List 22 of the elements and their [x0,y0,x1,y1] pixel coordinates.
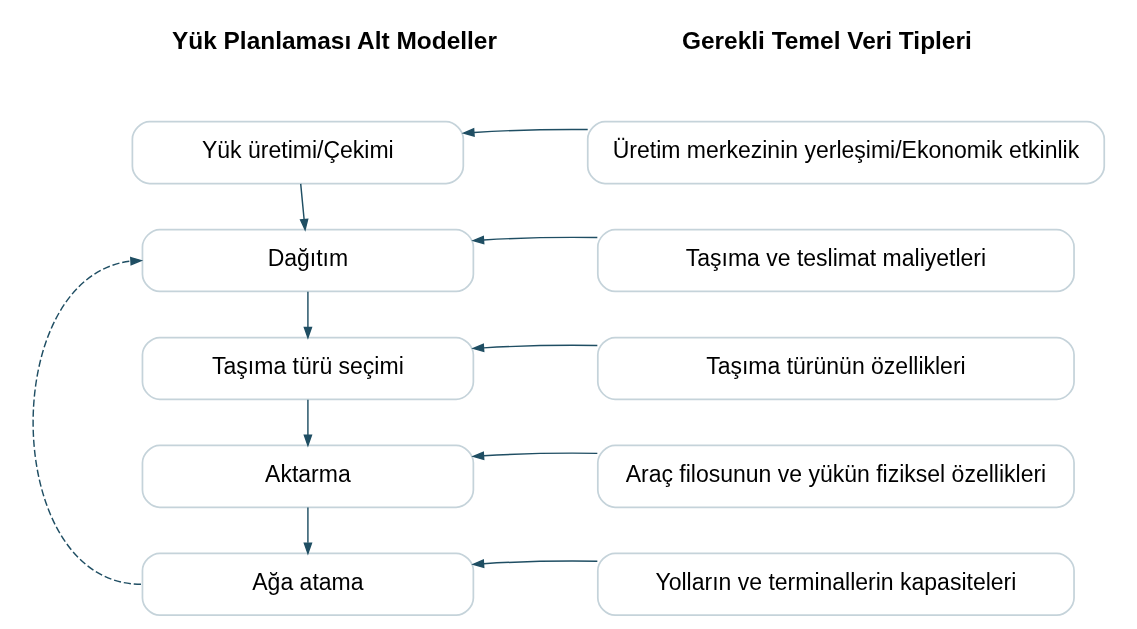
arrow [471,451,599,461]
arrow [471,343,599,353]
node-box: Araç filosunun ve yükün fiziksel özellikleri [596,444,1075,509]
node-box: Taşıma türü seçimi [141,336,475,401]
arrow [303,506,313,556]
node-box: Yük üretimi/Çekimi [131,120,465,185]
node-box: Taşıma ve teslimat maliyetleri [596,228,1075,293]
label: Yük Planlaması Alt Modeller [171,27,497,55]
arrow [471,559,599,569]
label: Gerekli Temel Veri Tipleri [681,27,972,55]
arrow [303,398,313,448]
arrow [303,291,313,340]
node-box: Yolların ve terminallerin kapasiteleri [596,552,1075,617]
arrow [461,127,589,137]
node-box: Dağıtım [141,228,475,293]
node-box: Üretim merkezinin yerleşimi/Ekonomik etkinlik [586,120,1106,185]
arrow [471,235,599,245]
node-box: Taşıma türünün özellikleri [596,336,1075,401]
node-box: Aktarma [141,444,475,509]
arrow [299,183,309,232]
arrow [32,256,144,585]
node-box: Ağa atama [141,552,475,617]
